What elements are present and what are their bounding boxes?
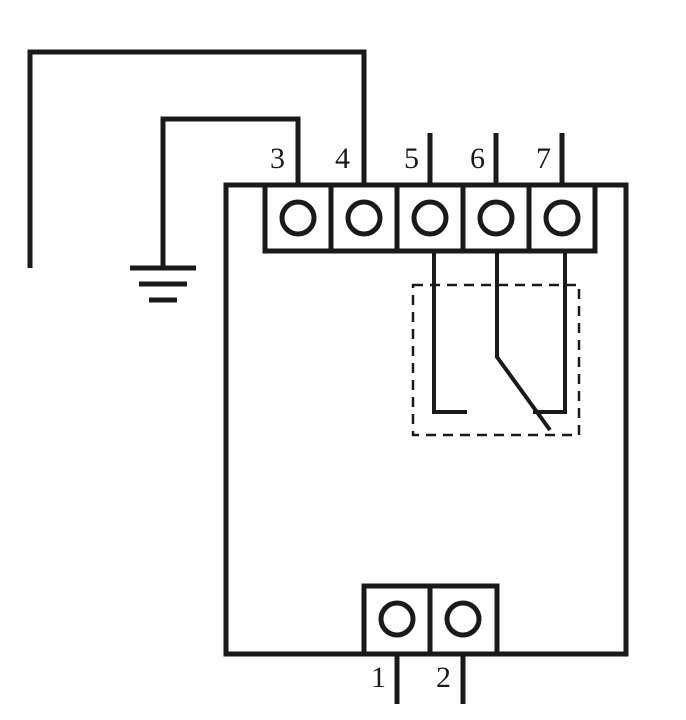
terminal-screw-4 [345,199,383,237]
label-terminal-3: 3 [270,142,285,175]
top-terminal-block [262,182,598,254]
label-terminal-2: 2 [436,661,451,694]
terminal-screw-1 [378,600,416,638]
label-terminal-7: 7 [536,142,551,175]
terminal-screw-7 [543,199,581,237]
contact-5-path [432,251,467,414]
label-terminal-1: 1 [371,661,386,694]
relay-contact-icon [411,251,581,437]
terminal-screw-3 [279,199,317,237]
contact-7-path [533,251,567,414]
terminal-screw-6 [477,199,515,237]
label-terminal-6: 6 [470,142,485,175]
label-terminal-4: 4 [335,142,350,175]
terminal-screw-5 [411,199,449,237]
label-terminal-5: 5 [404,142,419,175]
wire-terminal-4 [27,49,367,268]
ground-symbol-icon [130,265,196,303]
wire-terminal-3-to-ground [160,116,301,266]
contact-6-switch-arm [495,251,552,432]
bottom-terminal-block [361,583,500,657]
relay-enclosure [411,283,581,437]
terminal-screw-2 [444,600,482,638]
